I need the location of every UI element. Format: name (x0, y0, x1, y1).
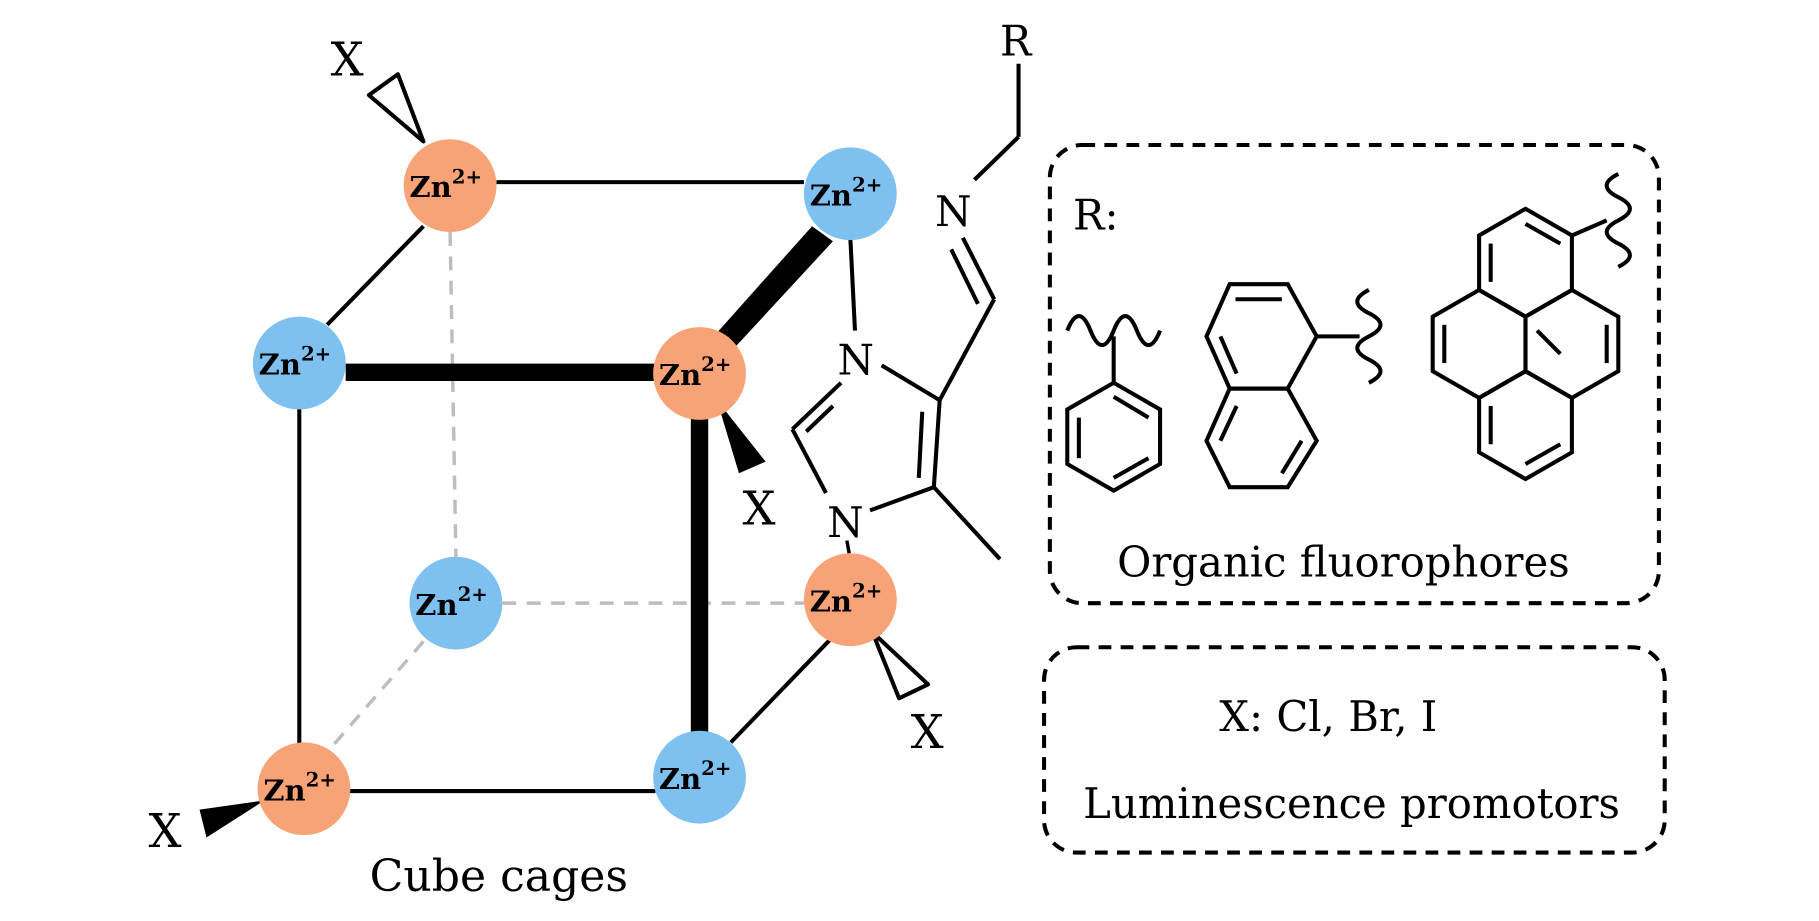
zn-node-orange: Zn2+ (653, 327, 746, 420)
zn-node-blue: Zn2+ (803, 147, 897, 241)
pyrenyl-structure (1430, 172, 1632, 482)
wavy-bond-icon (1065, 314, 1162, 348)
fluorophore-r-label: R: (1073, 191, 1119, 240)
zn-circle (257, 742, 351, 836)
front-edges (297, 180, 831, 794)
fluorophore-box (1047, 142, 1661, 606)
imidazole-atoms: N N N R (827, 17, 1033, 547)
halide-box-caption: Luminescence promotors (1083, 779, 1620, 828)
zn-node-blue: Zn2+ (653, 730, 746, 824)
cube-caption: Cube cages (370, 851, 628, 902)
zn-label: Zn2+ (810, 578, 883, 618)
zn-circle (653, 327, 746, 420)
edge-top-left (325, 224, 425, 327)
halide-wedge-hollow-top (366, 72, 426, 144)
zn-circle (803, 553, 897, 647)
naphthyl-structure (1204, 282, 1383, 490)
zn-nodes: Zn2+ Zn2+ Zn2+ Zn2+ Zn2+ Zn2+ Zn2+ Zn2+ (252, 139, 897, 836)
n-zn-bond (845, 540, 851, 554)
zn-circle (653, 730, 746, 824)
halide-label: X (742, 481, 775, 535)
halide-label: X (148, 804, 181, 858)
halide-wedge-solid-middle (716, 400, 766, 474)
zn-label: Zn2+ (410, 164, 483, 204)
halide-label: X (331, 32, 364, 86)
edge-wedge-bold (715, 226, 833, 348)
zn-label: Zn2+ (415, 582, 488, 622)
zn-label: Zn2+ (810, 172, 883, 212)
fluorophore-caption: Organic fluorophores (1117, 537, 1570, 586)
imidazole-ligand (790, 63, 1021, 561)
zn-circle (252, 316, 346, 410)
zn-label: Zn2+ (263, 767, 336, 807)
zn-node-blue: Zn2+ (252, 316, 346, 410)
halide-box-line: X: Cl, Br, I (1219, 692, 1437, 741)
zn-node-orange: Zn2+ (403, 139, 497, 232)
substituent-r-label: R (1000, 17, 1033, 66)
back-edges (329, 231, 804, 750)
zn-node-blue: Zn2+ (409, 556, 503, 650)
halide-wedge-hollow-right (870, 630, 931, 701)
nitrogen-label: N (838, 336, 875, 385)
nitrogen-label: N (935, 187, 972, 236)
zn-circle (803, 147, 897, 241)
halide-labels: X X X X (148, 32, 943, 857)
back-edge-vertical (448, 231, 458, 557)
halide-wedge-solid-bottom (199, 800, 265, 838)
zn-circle (409, 556, 503, 650)
halide-label: X (911, 705, 944, 759)
zn-circle (403, 139, 497, 232)
zn-label: Zn2+ (659, 352, 732, 392)
zn-node-orange: Zn2+ (803, 553, 897, 647)
zn-node-orange: Zn2+ (257, 742, 351, 836)
zn-label: Zn2+ (659, 756, 732, 796)
phenyl-structure (1065, 314, 1163, 494)
wavy-bond-icon (1355, 288, 1383, 385)
nitrogen-label: N (827, 498, 864, 547)
edge-bottom-right (729, 638, 831, 744)
wavy-bond-icon (1604, 172, 1632, 269)
fluorophore-structures (1065, 172, 1632, 494)
zn-label: Zn2+ (259, 342, 332, 382)
back-edge-diagonal (329, 640, 425, 750)
